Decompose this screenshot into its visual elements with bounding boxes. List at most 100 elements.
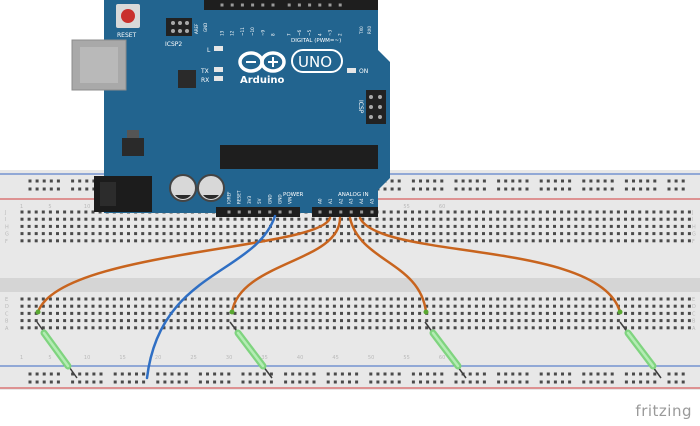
row-letter: H — [692, 224, 696, 230]
breadboard-hole — [517, 326, 521, 330]
breadboard-hole — [645, 326, 649, 330]
breadboard-hole — [510, 311, 514, 315]
digital-header-label: DIGITAL (PWM=~) — [291, 38, 341, 44]
rail-hole — [383, 187, 387, 191]
breadboard-hole — [375, 311, 379, 315]
breadboard-hole — [531, 224, 535, 228]
breadboard-hole — [382, 311, 386, 315]
breadboard-hole — [134, 239, 138, 243]
rail-hole — [156, 380, 160, 384]
pin-label: ~3 — [328, 29, 333, 36]
breadboard-hole — [141, 311, 145, 315]
breadboard-hole — [687, 210, 691, 214]
breadboard-hole — [687, 319, 691, 323]
rail-hole — [78, 187, 82, 191]
breadboard-hole — [524, 311, 528, 315]
breadboard-hole — [48, 239, 52, 243]
breadboard-hole — [183, 319, 187, 323]
rail-hole — [497, 187, 501, 191]
breadboard-hole — [382, 304, 386, 308]
rail-hole — [355, 372, 359, 376]
breadboard-hole — [375, 217, 379, 221]
rail-hole — [475, 179, 479, 183]
breadboard-hole — [382, 239, 386, 243]
breadboard-hole — [297, 217, 301, 221]
wire-a0 — [36, 216, 332, 314]
breadboard-hole — [127, 297, 130, 301]
breadboard-hole — [318, 326, 322, 330]
breadboard-hole — [396, 311, 400, 315]
breadboard-hole — [318, 217, 322, 221]
rail-hole — [610, 372, 614, 376]
breadboard-hole — [588, 239, 592, 243]
breadboard-hole — [283, 232, 287, 236]
rail-hole — [497, 380, 501, 384]
breadboard-hole — [290, 311, 294, 315]
breadboard-hole — [496, 319, 500, 323]
breadboard-hole — [439, 232, 443, 236]
breadboard-hole — [105, 304, 109, 308]
breadboard-hole — [141, 297, 145, 301]
breadboard-hole — [588, 232, 592, 236]
breadboard-hole — [602, 311, 606, 315]
breadboard-hole — [659, 232, 663, 236]
breadboard-hole — [91, 319, 95, 323]
breadboard-hole — [332, 311, 336, 315]
breadboard-hole — [98, 297, 102, 301]
on-led — [347, 68, 356, 73]
rail-hole — [525, 380, 529, 384]
breadboard-hole — [609, 210, 613, 214]
rail-hole — [390, 380, 394, 384]
breadboard-hole — [63, 319, 67, 323]
breadboard-hole — [460, 217, 464, 221]
breadboard-hole — [290, 304, 294, 308]
header-pin — [268, 210, 272, 214]
breadboard-hole — [545, 304, 549, 308]
rail-hole — [546, 372, 550, 376]
breadboard-hole — [538, 326, 542, 330]
breadboard-hole — [162, 224, 166, 228]
column-number: 55 — [403, 204, 409, 210]
breadboard-hole — [20, 232, 24, 236]
breadboard-hole — [474, 239, 478, 243]
breadboard-hole — [212, 319, 216, 323]
rail-hole — [56, 380, 60, 384]
breadboard-hole — [27, 239, 31, 243]
breadboard-hole — [290, 217, 294, 221]
breadboard-hole — [368, 217, 372, 221]
breadboard-hole — [283, 224, 287, 228]
breadboard-hole — [425, 210, 429, 214]
breadboard-hole — [56, 311, 59, 315]
breadboard-hole — [20, 297, 24, 301]
breadboard-hole — [119, 326, 123, 330]
icsp2-label: ICSP2 — [165, 41, 182, 48]
rail-hole — [475, 380, 479, 384]
rail-hole — [454, 187, 458, 191]
breadboard-hole — [48, 232, 52, 236]
rail-hole — [568, 372, 572, 376]
breadboard-hole — [63, 217, 67, 221]
rail-hole — [610, 179, 614, 183]
breadboard-hole — [510, 217, 514, 221]
breadboard-hole — [645, 224, 649, 228]
rail-hole — [504, 380, 508, 384]
breadboard-hole — [631, 217, 635, 221]
breadboard-hole — [226, 326, 230, 330]
breadboard-hole — [41, 232, 45, 236]
rail-hole — [482, 187, 486, 191]
breadboard-hole — [190, 239, 194, 243]
rail-hole — [56, 187, 60, 191]
rail-hole — [49, 187, 53, 191]
breadboard-hole — [389, 304, 393, 308]
rail-hole — [674, 187, 678, 191]
breadboard-hole — [595, 297, 599, 301]
breadboard-hole — [340, 232, 343, 236]
rail-hole — [454, 372, 458, 376]
rail-hole — [397, 380, 401, 384]
breadboard-hole — [517, 210, 521, 214]
pin-label: 3V3 — [247, 195, 252, 204]
breadboard-hole — [155, 297, 159, 301]
breadboard-hole — [602, 210, 606, 214]
breadboard-hole — [638, 304, 642, 308]
